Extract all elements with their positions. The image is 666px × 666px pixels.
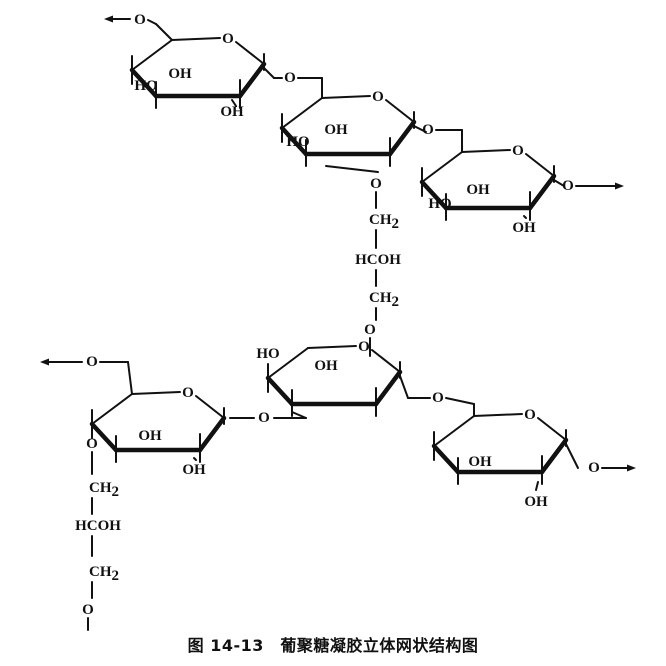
ring-3-c3-hydroxyl: OH [466,182,490,198]
ring-3-bond-c3-c4 [419,179,449,211]
link-4-6-b [445,397,475,405]
bridge-1-ch2-bottom: CH2 [369,290,399,310]
bridge-2-hcoh: HCOH [75,518,121,534]
ring-1-ring-oxygen: O [222,31,234,47]
ring-1-bond-c3-c4 [129,67,159,99]
figure-caption: 图 14-13 葡聚糖凝胶立体网状结构图 [187,636,479,655]
ring-4-bond-o-c1 [371,349,401,373]
ring-3-chain-arrow [615,182,624,190]
bridge-1-oxygen-top: O [370,176,382,192]
ring-1-c3-hydroxyl: OH [168,66,192,82]
ring-6-bond-c4-c5 [433,415,475,447]
ring-6-c1-oxygen: O [588,460,600,476]
ring-4-ring-oxygen: O [358,339,370,355]
ring-5-ring-oxygen: O [182,385,194,401]
bridge-2-oxygen-bottom: O [82,602,94,618]
ring-5-bond-c4-c5 [91,393,133,425]
ring-1-bond-c5-o [171,37,221,41]
ring-2-c3-hydroxyl: OH [324,122,348,138]
ring-3-c2-hydroxyl: OH [512,220,536,236]
ring-1-c4-hydroxyl: HO [134,78,157,94]
ring-4-c4-hydroxyl: HO [256,346,279,362]
ring-5-c2-hydroxyl: OH [182,462,206,478]
link-5-4-oxygen: O [258,410,270,426]
ring-5-c6-oxygen: O [86,354,98,370]
link-1-2-oxygen: O [284,70,296,86]
ring-4-c1-bond [399,375,409,399]
ring-1-bond-c4-c5 [131,39,173,71]
ring-3-c2-oh-bond [523,215,527,219]
ring-3-bond-c5-o [461,149,511,153]
ring-2-bond-c3-c4 [279,125,309,157]
ring-5-c6-bond [127,361,133,395]
ring-6-c3-hydroxyl: OH [468,454,492,470]
ring-4-bond-c1-c2 [373,369,403,407]
bridge-2-ch2-bottom: CH2 [89,564,119,584]
bridge-2-oxygen-top: O [86,436,98,452]
ring-3-ring-oxygen: O [512,143,524,159]
ring-3-bond-c1-c2 [527,173,557,211]
ring-3-c4-hydroxyl: HO [428,196,451,212]
ring-6-c2-oh-bond [535,481,539,491]
link-4-6-oxygen: O [432,390,444,406]
ring-1-c2-oh-bond [231,99,237,107]
ring-1-c6-o-bond [147,19,157,25]
ring-3-bond-o-c1 [525,153,555,177]
bridge-1-oxygen-bottom: O [364,322,376,338]
ring-1-bond-o-c1 [235,41,265,65]
ring-6-chain-arrow [627,464,636,472]
ring-2-c1-bond [413,125,427,133]
ring-1-c2-hydroxyl: OH [220,104,244,120]
ring-6-bond-c5-o [473,413,523,417]
ring-4-bond-c5-o [307,345,357,349]
ring-6-c1-bond [565,443,579,469]
bridge-2-ch2-top: CH2 [89,480,119,500]
bridge-1-hcoh: HCOH [355,252,401,268]
ring-3-c1-bond [553,179,565,187]
ring-4-bond-c3-c4 [265,375,295,407]
ring-2-bond-c1-c2 [387,119,417,157]
ring-2-c3-bridge-bond [325,165,379,173]
ring-2-bond-c5-o [321,95,371,99]
ring-1-c6-oxygen: O [134,12,146,28]
ring-6-ring-oxygen: O [524,407,536,423]
ring-5-bond-c3-c4 [89,421,119,453]
atom-labels: OOHOOHOHOOHOOHOCH2HCOHCH2OOOHOOHOHOOHOOH… [75,12,600,618]
ring-2-bond-c4-c5 [281,97,323,129]
ring-4-bond-c4-c5 [267,347,309,379]
ring-5-c3-hydroxyl: OH [138,428,162,444]
ring-4-c3-hydroxyl: OH [314,358,338,374]
ring-2-bond-o-c1 [385,99,415,123]
ring-6-c2-hydroxyl: OH [524,494,548,510]
ring-5-bond-c1-c2 [197,415,227,453]
link-2-3-oxygen: O [422,122,434,138]
ring-3-bond-c4-c5 [421,151,463,183]
ring-6-bond-o-c1 [537,417,567,441]
ring-3-c1-oxygen: O [562,178,574,194]
ring-5-bond-c5-o [131,391,181,395]
ring-5-c2-oh-bond [193,457,197,461]
ring-6-bond-c1-c2 [539,437,569,475]
ring-1-bond-c1-c2 [237,61,267,99]
ring-2-c4-hydroxyl: HO [286,134,309,150]
ring-1-chain-arrow [104,15,113,23]
ring-5-chain-arrow [40,358,49,366]
ring-1-c6-bond [155,23,173,41]
ring-1-c1-bond [263,67,275,79]
bond-lines [40,15,636,631]
bridge-1-ch2-top: CH2 [369,212,399,232]
ring-5-bond-o-c1 [195,395,225,419]
ring-6-bond-c3-c4 [431,443,461,475]
ring-2-ring-oxygen: O [372,89,384,105]
